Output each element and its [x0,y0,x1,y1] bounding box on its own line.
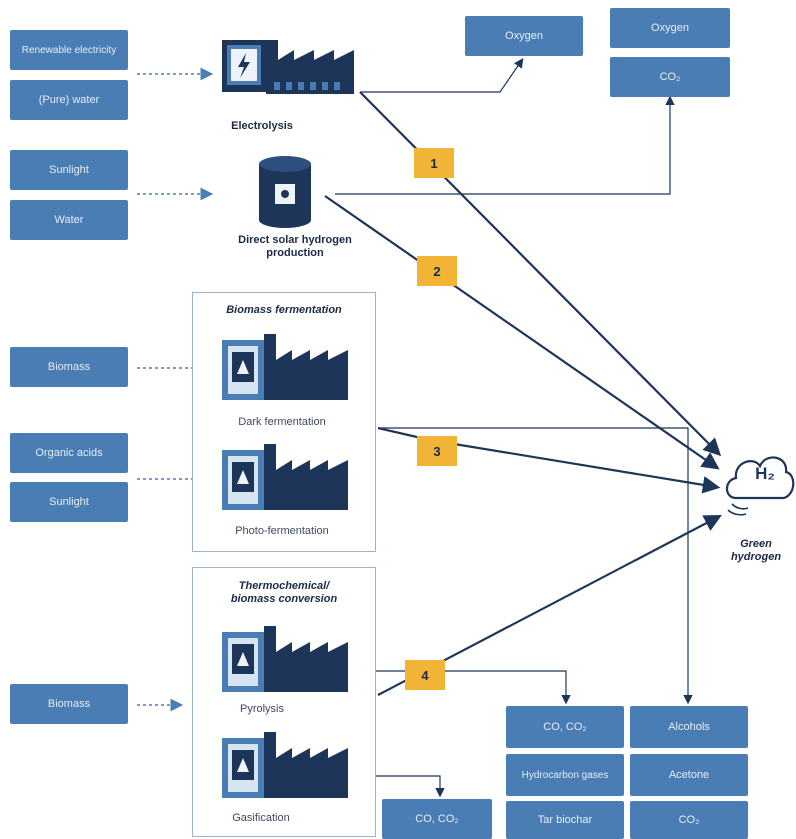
warning-icon [237,470,249,484]
group-title-thermochemical: Thermochemical/ biomass conversion [230,580,338,605]
dark-fermentation-to-byproducts [378,427,693,705]
pathway-badge-2: 2 [417,256,457,286]
output-acetone: Acetone [630,754,748,796]
process-photo-fermentation: Photo-fermentation [235,525,329,537]
process-electrolysis: Electrolysis [231,120,293,132]
pathway-1-arrow [359,91,722,457]
lightning-icon [238,53,250,78]
warning-icon [237,652,249,666]
hydrogen-cloud-icon [725,456,795,516]
sun-icon [281,190,289,198]
group-title-biomass-fermentation: Biomass fermentation [226,304,342,316]
hydrogen-symbol: H₂ [755,464,775,483]
input-biomass-fermentation: Biomass [10,347,128,387]
input-organic-acids: Organic acids [10,433,128,473]
input-biomass-thermochemical: Biomass [10,684,128,724]
process-dark-fermentation: Dark fermentation [238,416,326,428]
input-water: Water [10,200,128,240]
input-sunlight-photo: Sunlight [10,482,128,522]
pathway-badge-3: 3 [417,436,457,466]
output-co-co2-pyrolysis: CO, CO₂ [506,706,624,748]
solar-to-oxygen-co2 [335,95,675,195]
electrolysis-to-oxygen [360,58,524,93]
pathway-badge-4: 4 [405,660,445,690]
output-oxygen-electrolysis: Oxygen [465,16,583,56]
gasification-factory-icon [222,732,348,798]
pathway-badge-1: 1 [414,148,454,178]
output-co2-solar: CO₂ [610,57,730,97]
process-pyrolysis: Pyrolysis [239,703,284,715]
process-direct-solar: Direct solar hydrogen production [238,234,352,259]
output-tar-biochar: Tar biochar [506,801,624,839]
warning-icon [237,360,249,374]
process-gasification: Gasification [232,812,290,824]
input-sunlight: Sunlight [10,150,128,190]
output-co-co2-gasification: CO, CO₂ [382,799,492,839]
input-renewable-electricity: Renewable electricity [10,30,128,70]
output-co2-fermentation: CO₂ [630,801,748,839]
photo-fermentation-factory-icon [222,444,348,510]
solar-cylinder-icon [259,156,311,228]
output-oxygen-solar: Oxygen [610,8,730,48]
output-hydrocarbon-gases: Hydrocarbon gases [506,754,624,796]
input-pure-water: (Pure) water [10,80,128,120]
electrolysis-factory-icon [222,40,354,94]
dark-fermentation-factory-icon [222,334,348,400]
warning-icon [237,758,249,772]
green-hydrogen-label: Green hydrogen [730,538,782,563]
pathway-2-arrow [324,195,720,470]
output-alcohols: Alcohols [630,706,748,748]
pyrolysis-to-byproducts [350,670,571,705]
pyrolysis-factory-icon [222,626,348,692]
